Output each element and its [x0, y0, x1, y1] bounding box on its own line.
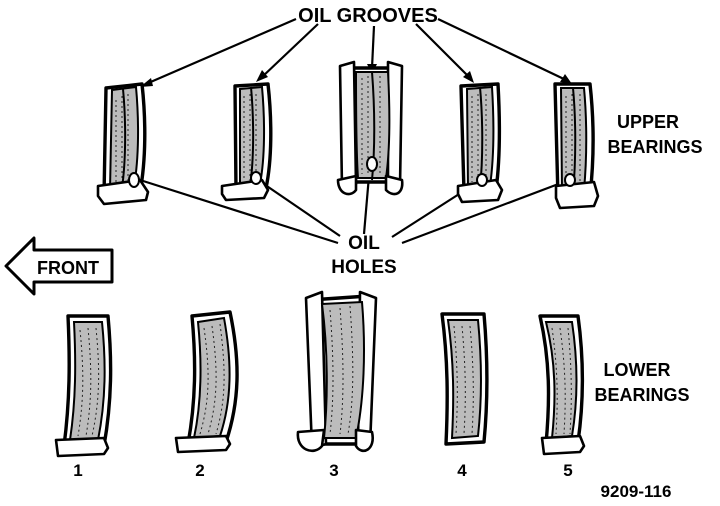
lower-bearing-2: [174, 310, 239, 454]
upper-bearing-5: [553, 82, 600, 210]
oil-holes-label-line2: HOLES: [331, 257, 396, 278]
figure-id: 9209-116: [601, 482, 672, 501]
upper-bearings-label-line1: UPPER: [617, 112, 679, 132]
upper-bearing-2: [220, 82, 273, 202]
oil-grooves-label: OIL GROOVES: [298, 5, 438, 27]
bearing-number-5: 5: [563, 461, 572, 480]
oil-holes-label-line1: OIL: [348, 233, 380, 254]
bearing-number-1: 1: [73, 461, 82, 480]
lower-bearing-4: [440, 312, 489, 446]
lower-bearings-label-line2: BEARINGS: [594, 385, 689, 405]
lower-bearing-1: [54, 314, 113, 458]
front-label: FRONT: [37, 258, 99, 278]
upper-bearing-1: [96, 82, 150, 206]
upper-bearing-3: [336, 60, 404, 196]
bearing-number-3: 3: [329, 461, 338, 480]
lower-bearing-3: [296, 290, 378, 453]
lower-bearings-label-line1: LOWER: [604, 360, 671, 380]
upper-bearing-4: [456, 82, 504, 204]
oil-groove-leaders: [140, 17, 572, 87]
lower-bearing-5: [538, 314, 586, 456]
bearing-number-4: 4: [457, 461, 467, 480]
upper-bearings-label-line2: BEARINGS: [607, 137, 702, 157]
front-arrow: FRONT: [4, 236, 114, 296]
bearing-number-2: 2: [195, 461, 204, 480]
